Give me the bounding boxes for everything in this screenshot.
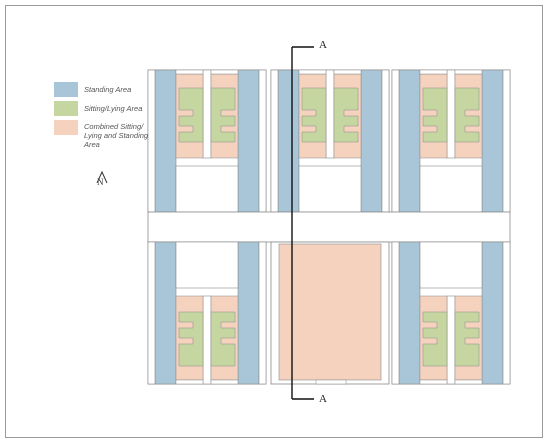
north-arrow-icon: [96, 170, 108, 184]
legend-swatch-sitting: [54, 101, 78, 116]
module-top-left: [147, 69, 267, 213]
legend-swatch-standing: [54, 82, 78, 97]
corridor: [147, 211, 511, 243]
module-bottom-left: [147, 241, 267, 385]
combined-hall: [270, 241, 390, 385]
legend-label-combined: Combined Sitting/ Lying and Standing Are…: [84, 122, 149, 149]
module-bottom-right: [391, 241, 511, 385]
section-line: [291, 46, 314, 400]
module-top-right: [391, 69, 511, 213]
module-top-center: [270, 69, 390, 213]
legend-label-sitting: Sitting/Lying Area: [84, 104, 143, 113]
section-label-top: A: [319, 39, 327, 51]
north-label: N: [97, 177, 104, 187]
section-label-bottom: A: [319, 393, 327, 405]
legend-swatch-combined: [54, 120, 78, 135]
legend-label-standing: Standing Area: [84, 85, 132, 94]
